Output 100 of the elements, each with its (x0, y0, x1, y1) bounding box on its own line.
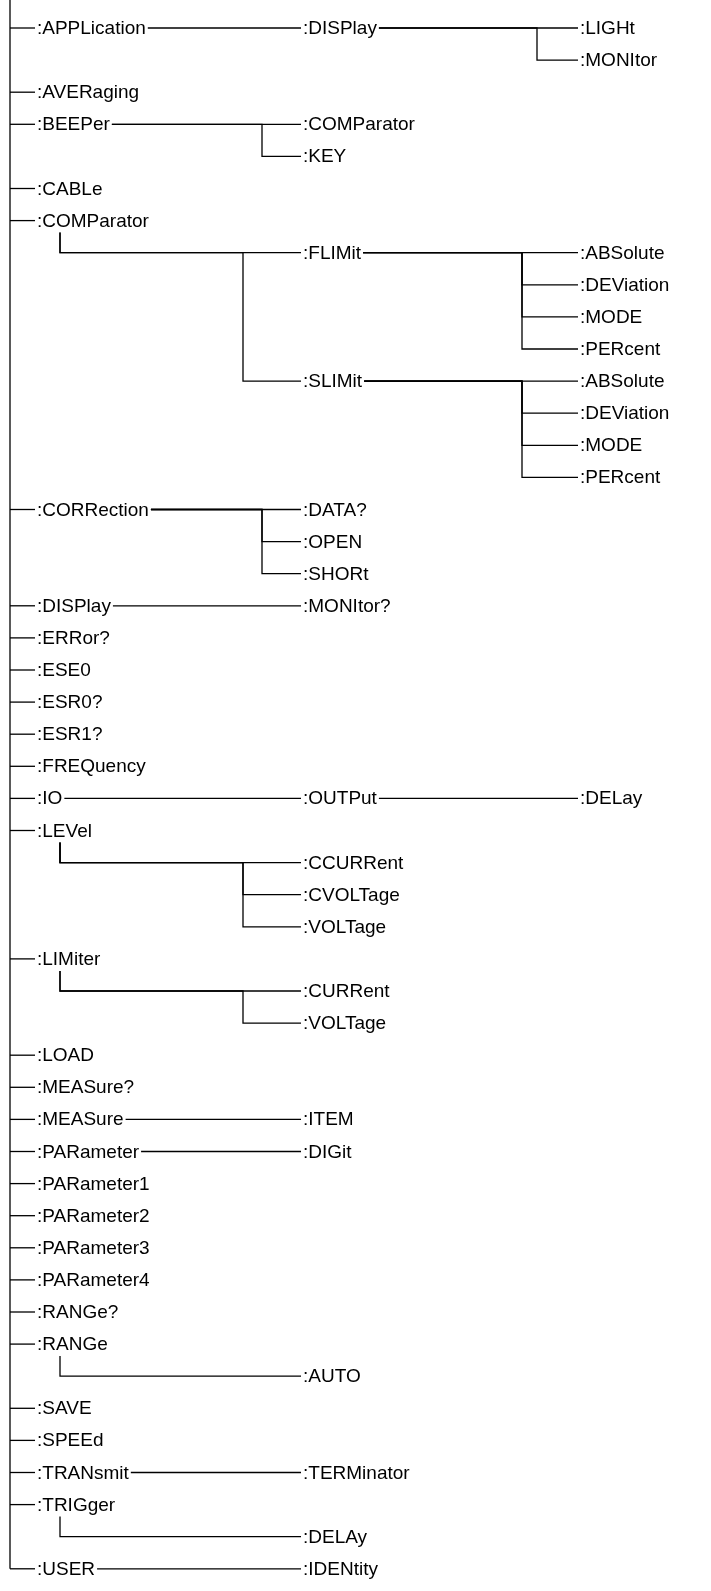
connector-line (59, 970, 302, 1024)
command-label: :OUTPut (301, 786, 379, 811)
command-label: :LEVel (35, 818, 94, 843)
command-label: :CABLe (35, 176, 105, 201)
command-label: :ESE0 (35, 658, 93, 682)
connector-line (378, 27, 579, 61)
command-label: :LIGHt (578, 16, 637, 40)
command-label: :MEASure? (35, 1075, 137, 1100)
connector-line (9, 605, 36, 607)
command-label: :PARameter3 (35, 1235, 152, 1260)
command-label: :MEASure (35, 1107, 126, 1132)
command-label: :ABSolute (578, 240, 667, 265)
command-label: :DISPlay (35, 593, 113, 618)
command-label: :KEY (301, 144, 349, 169)
connector-line (111, 123, 302, 158)
command-label: :CVOLTage (301, 882, 402, 907)
connector-line (147, 27, 302, 29)
connector-line (9, 701, 36, 703)
connector-line (9, 733, 36, 735)
command-label: :PARameter2 (35, 1203, 152, 1228)
command-label: :CURRent (301, 979, 392, 1003)
command-label: :ESR0? (35, 690, 105, 715)
connector-line (9, 829, 36, 832)
command-label: :MONItor (578, 48, 660, 73)
command-label: :RANGe (35, 1332, 110, 1357)
command-label: :VOLTage (301, 914, 389, 939)
command-label: :DEViation (578, 401, 672, 426)
connector-line (124, 1118, 302, 1121)
command-label: :TERMinator (301, 1460, 412, 1485)
command-label: :USER (35, 1556, 98, 1581)
command-label: :SAVE (35, 1396, 94, 1421)
command-label: :IDENtity (301, 1556, 380, 1581)
command-label: :DELay (578, 786, 645, 811)
command-label: :DISPlay (301, 16, 379, 40)
command-label: :TRIGger (35, 1492, 118, 1517)
command-label: :IO (35, 786, 65, 811)
connector-line (362, 252, 579, 350)
connector-line (59, 231, 302, 382)
command-label: :CORRection (35, 497, 151, 522)
command-label: :DIGit (301, 1139, 354, 1164)
command-label: :DELAy (301, 1524, 370, 1549)
connector-line (9, 508, 36, 511)
connector-line (9, 1054, 36, 1056)
connector-line (9, 765, 36, 767)
connector-line (9, 1247, 36, 1249)
connector-line (9, 958, 36, 960)
connector-line (378, 797, 579, 800)
command-label: :RANGe? (35, 1300, 121, 1324)
command-label: :COMParator (301, 112, 417, 137)
connector-line (112, 605, 302, 607)
command-label: :SHORt (301, 561, 371, 586)
connector-line (140, 1150, 302, 1153)
connector-line (9, 27, 36, 29)
command-label: :PARameter1 (35, 1171, 152, 1196)
connector-line (9, 1568, 36, 1570)
command-label: :MONItor? (301, 593, 393, 618)
command-label: :AVERaging (35, 80, 142, 105)
connector-line (9, 1343, 36, 1345)
connector-line (9, 1471, 36, 1474)
connector-line (9, 1311, 36, 1313)
connector-line (59, 1515, 302, 1538)
connector-line (9, 1182, 36, 1185)
connector-line (9, 1215, 36, 1217)
connector-line (59, 1355, 302, 1377)
connector-line (9, 1279, 36, 1281)
command-label: :TRANsmit (35, 1460, 131, 1485)
connector-line (9, 669, 36, 671)
command-label: :DATA? (301, 497, 369, 522)
connector-line (9, 187, 36, 190)
command-label: :FLIMit (301, 240, 364, 265)
connector-line (9, 797, 36, 800)
command-label: :DEViation (578, 272, 672, 297)
connector-line (9, 1439, 36, 1442)
command-label: :PERcent (578, 465, 663, 490)
command-label: :SLIMit (301, 369, 365, 394)
command-label: :LOAD (35, 1043, 97, 1068)
connector-line (96, 1568, 302, 1570)
command-label: :BEEPer (35, 112, 112, 137)
command-label: :SPEEd (35, 1428, 106, 1453)
command-label: :ERRor? (35, 625, 112, 650)
command-label: :PARameter (35, 1139, 142, 1164)
connector-line (363, 380, 579, 479)
connector-line (9, 1150, 36, 1153)
command-label: :VOLTage (301, 1011, 389, 1036)
command-label: :COMParator (35, 208, 151, 233)
command-label: :LIMiter (35, 946, 103, 971)
command-label: :OPEN (301, 529, 365, 554)
connector-line (9, 1407, 36, 1409)
connector-line (9, 91, 36, 93)
command-label: :ITEM (301, 1107, 356, 1132)
connector-line (63, 797, 302, 800)
connector-line (9, 1086, 36, 1088)
connector-line (130, 1471, 302, 1474)
command-label: :AUTO (301, 1364, 363, 1389)
command-label: :PARameter4 (35, 1267, 152, 1292)
command-label: :MODE (578, 304, 645, 329)
command-label: :ESR1? (35, 722, 105, 747)
command-label: :APPLication (35, 16, 148, 40)
connector-line (9, 123, 36, 125)
command-label: :ABSolute (578, 369, 667, 394)
